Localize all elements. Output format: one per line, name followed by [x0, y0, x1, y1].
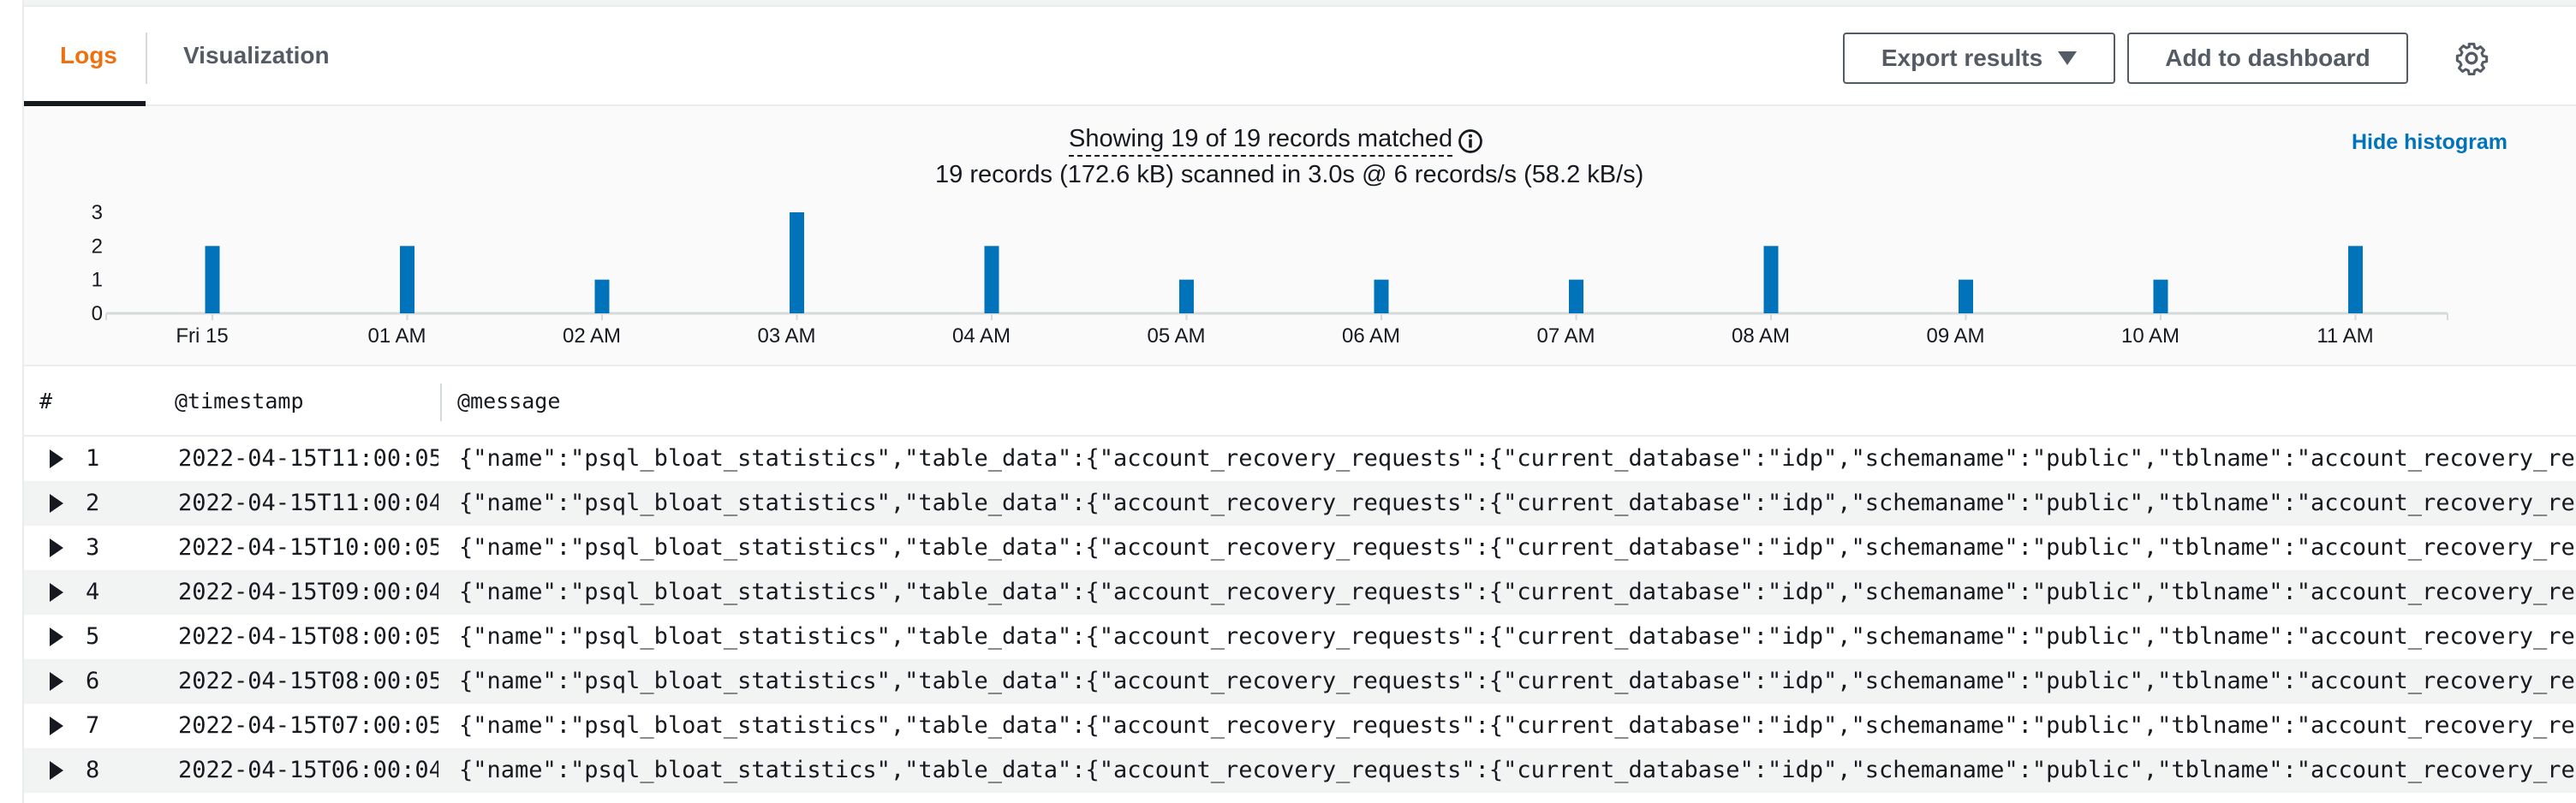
row-timestamp: 2022-04-15T11:00:04...: [178, 490, 438, 516]
tab-logs[interactable]: Logs: [60, 7, 117, 104]
row-message: {"name":"psql_bloat_statistics","table_d…: [459, 579, 2576, 605]
records-scanned-summary: 19 records (172.6 kB) scanned in 3.0s @ …: [935, 161, 1644, 188]
histogram-bar[interactable]: [790, 212, 804, 313]
histogram-bar[interactable]: [1959, 279, 1973, 313]
x-tick-label: 06 AM: [1342, 324, 1400, 348]
logs-insights-results-panel: Logs Visualization Export results Add to…: [22, 0, 2576, 803]
export-results-button[interactable]: Export results: [1843, 33, 2115, 84]
tab-visualization-label: Visualization: [183, 42, 330, 68]
row-number: 8: [86, 757, 100, 783]
histogram-bar[interactable]: [400, 246, 414, 313]
histogram-bar[interactable]: [1374, 279, 1389, 313]
y-tick-label: 2: [92, 235, 103, 258]
table-row[interactable]: 2 2022-04-15T11:00:04... {"name":"psql_blo…: [24, 481, 2576, 526]
row-message: {"name":"psql_bloat_statistics","table_d…: [459, 445, 2576, 472]
column-header-timestamp[interactable]: @timestamp: [175, 388, 304, 413]
table-row[interactable]: 3 2022-04-15T10:00:05... {"name":"psql_blo…: [24, 526, 2576, 570]
row-message: {"name":"psql_bloat_statistics","table_d…: [459, 712, 2576, 739]
tab-visualization[interactable]: Visualization: [183, 7, 330, 104]
x-tick-label: 08 AM: [1732, 324, 1790, 348]
expand-row-icon[interactable]: [50, 672, 63, 691]
x-tick-label: 10 AM: [2121, 324, 2179, 348]
top-strip: [24, 0, 2576, 7]
table-row[interactable]: 1 2022-04-15T11:00:05... {"name":"psql_blo…: [24, 437, 2576, 481]
export-results-label: Export results: [1881, 45, 2043, 71]
results-table-header: # @timestamp @message: [24, 366, 2576, 437]
row-timestamp: 2022-04-15T11:00:05...: [178, 445, 438, 472]
x-tick-label: 05 AM: [1147, 324, 1205, 348]
row-number: 6: [86, 668, 100, 694]
histogram-bar[interactable]: [1763, 246, 1779, 313]
gear-icon[interactable]: [2454, 41, 2489, 75]
x-tick-label: 02 AM: [563, 324, 621, 348]
histogram-bar[interactable]: [2153, 279, 2168, 313]
table-row[interactable]: 5 2022-04-15T08:00:05... {"name":"psql_blo…: [24, 615, 2576, 659]
table-row[interactable]: 8 2022-04-15T06:00:04... {"name":"psql_blo…: [24, 748, 2576, 793]
histogram-bar[interactable]: [2348, 246, 2363, 313]
expand-row-icon[interactable]: [50, 761, 63, 780]
tab-divider: [146, 33, 147, 84]
histogram-bar[interactable]: [1179, 279, 1194, 313]
histogram-bar[interactable]: [984, 246, 999, 313]
row-timestamp: 2022-04-15T07:00:05...: [178, 712, 438, 739]
records-matched-summary: Showing 19 of 19 records matched: [1069, 125, 1483, 157]
row-number: 7: [86, 712, 100, 739]
row-message: {"name":"psql_bloat_statistics","table_d…: [459, 623, 2576, 650]
expand-row-icon[interactable]: [50, 717, 63, 735]
x-tick-label: 03 AM: [757, 324, 815, 348]
table-row[interactable]: 6 2022-04-15T08:00:05... {"name":"psql_blo…: [24, 659, 2576, 704]
x-tick-label: 07 AM: [1536, 324, 1595, 348]
x-tick-label: 01 AM: [367, 324, 426, 348]
row-message: {"name":"psql_bloat_statistics","table_d…: [459, 534, 2576, 561]
table-row[interactable]: 4 2022-04-15T09:00:04... {"name":"psql_blo…: [24, 570, 2576, 615]
active-tab-indicator: [24, 101, 146, 106]
row-timestamp: 2022-04-15T06:00:04...: [178, 757, 438, 783]
row-timestamp: 2022-04-15T08:00:05...: [178, 668, 438, 694]
row-message: {"name":"psql_bloat_statistics","table_d…: [459, 490, 2576, 516]
y-tick-label: 1: [92, 269, 103, 292]
row-number: 3: [86, 534, 100, 561]
x-tick-label: Fri 15: [176, 324, 228, 348]
y-tick-label: 3: [92, 201, 103, 224]
expand-row-icon[interactable]: [50, 583, 63, 602]
expand-row-icon[interactable]: [50, 494, 63, 513]
table-row[interactable]: 7 2022-04-15T07:00:05... {"name":"psql_blo…: [24, 704, 2576, 748]
info-icon[interactable]: [1458, 128, 1483, 154]
row-number: 2: [86, 490, 100, 516]
histogram-bar[interactable]: [594, 279, 610, 313]
expand-row-icon[interactable]: [50, 538, 63, 557]
x-tick-label: 09 AM: [1926, 324, 1984, 348]
tab-logs-label: Logs: [60, 42, 117, 68]
histogram-bar[interactable]: [1569, 279, 1583, 313]
row-message: {"name":"psql_bloat_statistics","table_d…: [459, 668, 2576, 694]
expand-row-icon[interactable]: [50, 449, 63, 468]
row-number: 1: [86, 445, 100, 472]
column-divider[interactable]: [440, 384, 442, 421]
add-to-dashboard-button[interactable]: Add to dashboard: [2127, 33, 2408, 84]
histogram-area: Showing 19 of 19 records matched 19 reco…: [24, 106, 2576, 366]
results-header: Logs Visualization Export results Add to…: [24, 7, 2576, 106]
y-tick-label: 0: [92, 302, 103, 325]
row-number: 5: [86, 623, 100, 650]
records-matched-text: Showing 19 of 19 records matched: [1069, 125, 1453, 157]
add-to-dashboard-label: Add to dashboard: [2165, 45, 2370, 71]
results-table-body: 1 2022-04-15T11:00:05... {"name":"psql_blo…: [24, 437, 2576, 793]
expand-row-icon[interactable]: [50, 628, 63, 646]
column-header-message[interactable]: @message: [457, 388, 561, 413]
row-number: 4: [86, 579, 100, 605]
hide-histogram-link[interactable]: Hide histogram: [2352, 130, 2507, 154]
row-message: {"name":"psql_bloat_statistics","table_d…: [459, 757, 2576, 783]
column-header-number[interactable]: #: [39, 388, 53, 413]
histogram-bar[interactable]: [205, 246, 220, 313]
x-tick-label: 04 AM: [952, 324, 1011, 348]
row-timestamp: 2022-04-15T08:00:05...: [178, 623, 438, 650]
caret-down-icon: [2058, 51, 2078, 65]
row-timestamp: 2022-04-15T09:00:04...: [178, 579, 438, 605]
x-tick-label: 11 AM: [2317, 324, 2373, 348]
row-timestamp: 2022-04-15T10:00:05...: [178, 534, 438, 561]
